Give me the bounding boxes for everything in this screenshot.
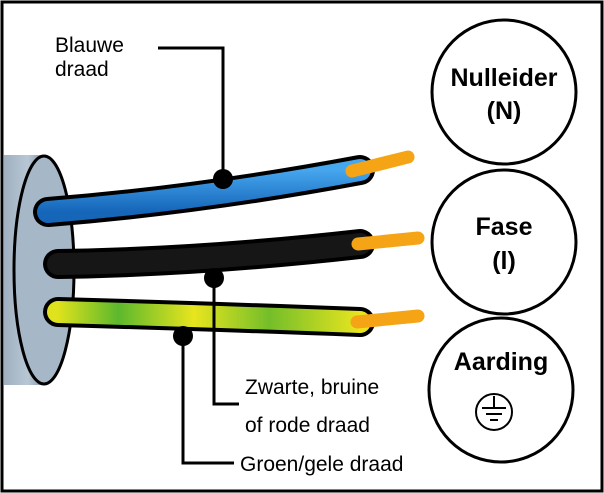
- live-title: Fase: [476, 213, 533, 241]
- earth-wire: [43, 297, 425, 337]
- live-wire-label-line1: Zwarte, bruine: [245, 376, 379, 399]
- live-leader-dot: [204, 268, 224, 288]
- neutral-title: Nulleider: [451, 64, 558, 92]
- live-wire-label-line2: of rode draad: [245, 414, 370, 437]
- earth-circle: Aarding: [427, 316, 575, 464]
- blue-leader-dot: [213, 169, 233, 189]
- earth-leader-dot: [173, 326, 193, 346]
- neutral-code: (N): [487, 97, 522, 125]
- ground-symbol-icon: [475, 393, 513, 431]
- blue-wire-label-line1: Blauwe: [55, 34, 124, 57]
- live-leader-line: [212, 278, 239, 406]
- earth-leader-line: [181, 336, 234, 465]
- neutral-circle: Nulleider (N): [430, 18, 578, 166]
- blue-leader-line: [158, 46, 225, 178]
- live-code: (l): [492, 247, 516, 275]
- earth-wire-label: Groen/gele draad: [240, 453, 403, 476]
- black-wire-copper-tip: [351, 231, 425, 251]
- black-wire: [43, 229, 425, 279]
- earth-title: Aarding: [454, 348, 548, 376]
- earth-wire-copper-tip: [350, 309, 425, 329]
- blue-wire-copper-tip: [345, 150, 415, 178]
- blue-wire-label-line2: draad: [55, 58, 109, 81]
- live-circle: Fase (l): [430, 168, 578, 316]
- blue-wire: [33, 150, 415, 227]
